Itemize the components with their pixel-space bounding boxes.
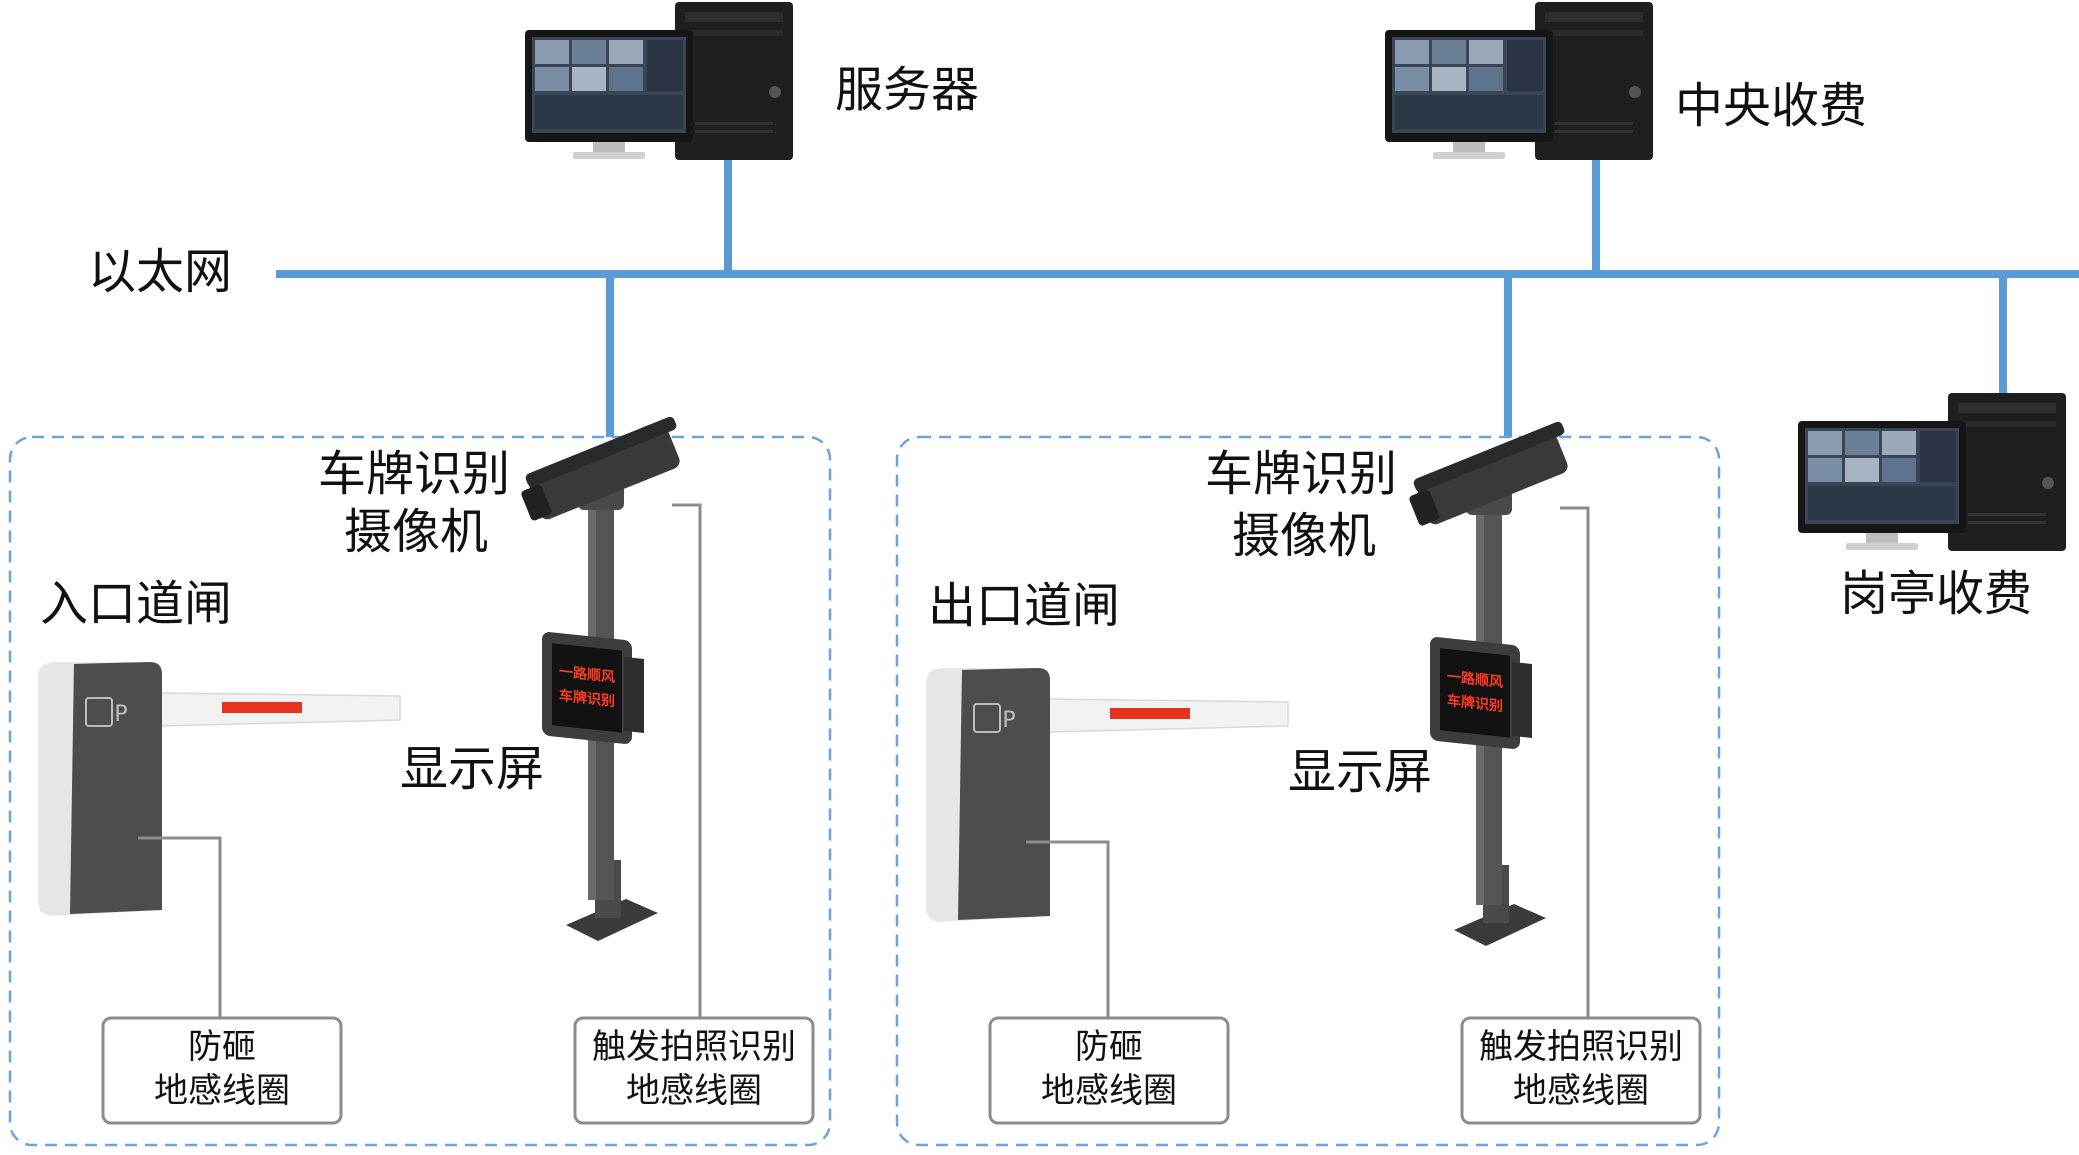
central-toll-label: 中央收费 — [1675, 78, 1867, 134]
exit-lane: 出口道闸 车牌识别 摄像机 显示屏 P 一路顺风 车牌识别 防砸 地感线圈 触发… — [895, 420, 1721, 1147]
entrance-anti-smash-wire — [138, 836, 222, 1018]
exit-anti-smash-line2: 地感线圈 — [1041, 1071, 1177, 1111]
entrance-anti-smash-line1: 防砸 — [188, 1027, 256, 1067]
entrance-gate-label: 入口道闸 — [40, 576, 232, 632]
central-toll-computer-icon — [1385, 2, 1653, 160]
entrance-gate-p-sign: P — [114, 702, 127, 727]
entrance-display-label: 显示屏 — [400, 741, 544, 797]
entrance-lpr-camera-icon: 一路顺风 车牌识别 — [514, 415, 692, 942]
network-label: 以太网 — [88, 244, 232, 300]
entrance-camera-label-line1: 车牌识别 — [318, 446, 510, 502]
exit-gate-label: 出口道闸 — [928, 578, 1120, 634]
booth-toll-label: 岗亭收费 — [1840, 566, 2032, 622]
ethernet-backbone — [276, 150, 2079, 437]
entrance-lane: 入口道闸 车牌识别 摄像机 显示屏 P 一路顺风 车牌识别 防砸 地感线圈 触发… — [8, 415, 832, 1147]
exit-trigger-line2: 地感线圈 — [1513, 1071, 1649, 1111]
exit-zone-border — [895, 435, 1721, 1147]
exit-led-line1: 一路顺风 — [1447, 668, 1503, 691]
exit-display-label: 显示屏 — [1288, 744, 1432, 800]
exit-anti-smash-loop-box — [988, 1016, 1230, 1125]
exit-camera-label-line1: 车牌识别 — [1205, 446, 1397, 502]
exit-anti-smash-line1: 防砸 — [1075, 1027, 1143, 1067]
entrance-trigger-wire — [672, 503, 702, 1018]
entrance-trigger-line2: 地感线圈 — [626, 1071, 762, 1111]
exit-trigger-wire — [1560, 506, 1590, 1018]
exit-led-line2: 车牌识别 — [1447, 692, 1503, 715]
exit-gate-p-sign: P — [1002, 708, 1015, 733]
entrance-camera-label-line2: 摄像机 — [344, 504, 488, 560]
entrance-led-line1: 一路顺风 — [559, 663, 615, 686]
exit-anti-smash-wire — [1026, 840, 1110, 1018]
server-label: 服务器 — [835, 62, 979, 118]
entrance-trigger-line1: 触发拍照识别 — [592, 1027, 796, 1067]
exit-trigger-loop-box — [1460, 1016, 1702, 1125]
exit-lpr-camera-icon: 一路顺风 车牌识别 — [1402, 420, 1580, 947]
exit-trigger-line1: 触发拍照识别 — [1479, 1027, 1683, 1067]
entrance-barrier-gate-icon: P — [37, 661, 401, 917]
exit-barrier-gate-icon: P — [925, 667, 1289, 923]
entrance-trigger-loop-box — [573, 1016, 815, 1125]
entrance-led-line2: 车牌识别 — [559, 687, 615, 710]
entrance-anti-smash-line2: 地感线圈 — [154, 1071, 290, 1111]
entrance-zone-border — [8, 435, 832, 1147]
exit-camera-label-line2: 摄像机 — [1232, 508, 1376, 564]
entrance-anti-smash-loop-box — [101, 1016, 343, 1125]
server-computer-icon — [525, 2, 793, 160]
booth-toll-computer-icon — [1798, 393, 2066, 551]
